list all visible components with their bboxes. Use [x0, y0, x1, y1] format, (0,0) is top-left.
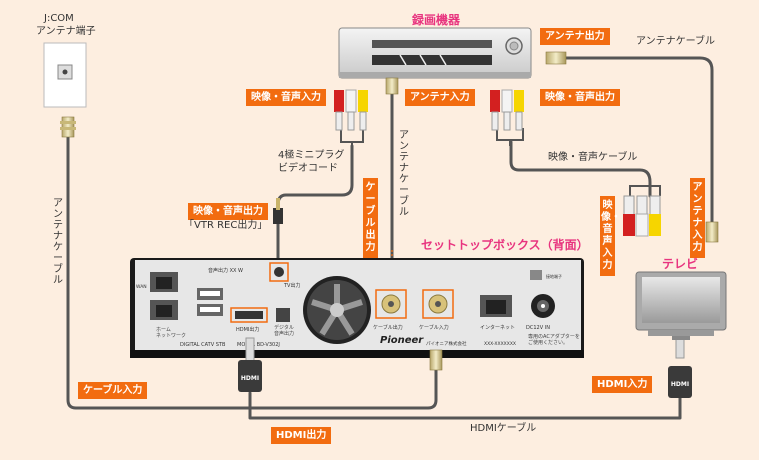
hdmi-plug-tv: HDMI — [668, 333, 692, 398]
digital-catv-label: DIGITAL CATV STB — [180, 342, 226, 348]
serial-label: XXX-XXXXXXX — [484, 341, 516, 347]
tv-title: テレビ — [662, 257, 699, 271]
recorder-antenna-in-tag: アンテナ入力 — [405, 89, 475, 106]
antenna-cable-left-label: アンテナケーブル — [53, 198, 63, 286]
f-plug — [429, 349, 443, 371]
model-label: MODEL BD-V302J — [237, 342, 280, 348]
cable-joiners — [340, 128, 661, 196]
hdmi-out-tag: HDMI出力 — [271, 427, 332, 444]
recorder-device — [338, 27, 532, 79]
hdmi-cable-label: HDMIケーブル — [470, 423, 537, 434]
mini-plug — [273, 198, 283, 224]
stb-device: WAN DIGITAL CATV STB MODEL BD-V302J 音声出力… — [130, 258, 584, 358]
recorder-title: 録画機器 — [412, 13, 461, 27]
tv-antenna-in-tag: アンテナ入力 — [690, 178, 705, 258]
tv-device — [635, 271, 727, 340]
cable-recorder-antenna-to-tv — [564, 56, 714, 224]
rca-plugs-tv-in — [623, 195, 661, 237]
recorder-av-in-tag: 映像・音声入力 — [246, 89, 326, 106]
f-plug — [385, 77, 399, 95]
wan-label: WAN — [136, 284, 147, 290]
rca-plugs-recorder-in — [334, 89, 368, 131]
video-cord-label: ビデオコード — [278, 163, 338, 174]
jcom-wall-outlet — [43, 42, 87, 108]
stb-av-out-tag: 映像・音声出力 — [188, 203, 268, 220]
rca-plugs-recorder-out — [490, 89, 524, 131]
hdmi-in-tag: HDMI入力 — [592, 376, 653, 393]
stb-title: セットトップボックス（背面） — [421, 238, 589, 252]
power-note-label: 専用のACアダプターを ご使用ください。 — [528, 334, 580, 346]
cable-jcom-to-stb — [66, 133, 438, 410]
hdmi-plug-label: HDMI — [241, 375, 259, 382]
jcom-label: J:COM — [44, 13, 74, 24]
cable-hdmi — [248, 391, 682, 420]
f-plug — [60, 116, 76, 138]
av-cable-label: 映像・音声ケーブル — [548, 152, 638, 163]
cable-in-tag: ケーブル入力 — [78, 382, 148, 399]
hdmi-plug-label: HDMI — [671, 381, 689, 388]
internet-port-label: インターネット — [480, 324, 515, 331]
antenna-cable-top-label: アンテナケーブル — [636, 36, 715, 47]
home-network-label: ホーム ネットワーク — [156, 327, 187, 339]
power-port-label: DC12V IN — [526, 325, 550, 331]
mini-plug-label: 4極ミニプラグ — [278, 150, 345, 161]
antenna-cable-mid-label: アンテナケーブル — [399, 130, 409, 218]
hdmi-port-label: HDMI出力 — [236, 326, 259, 333]
ground-label: 接地端子 — [546, 273, 562, 279]
cable-out-port-label: ケーブル出力 — [373, 324, 403, 331]
jcom-antenna-terminal-label: アンテナ端子 — [36, 26, 96, 37]
tv-out-label: TV出力 — [283, 282, 300, 289]
hdmi-plug-stb: HDMI — [238, 337, 262, 392]
recorder-antenna-out-tag: アンテナ出力 — [540, 28, 610, 45]
cable-av-to-tv — [509, 140, 652, 198]
tv-av-in-tag: 映像・音声入力 — [600, 196, 621, 276]
cable-in-port-label: ケーブル入力 — [419, 324, 449, 331]
f-plug — [705, 221, 719, 243]
recorder-av-out-tag: 映像・音声出力 — [540, 89, 620, 106]
digital-audio-label: デジタル 音声出力 — [274, 325, 295, 337]
vtr-rec-label: 「VTR REC出力」 — [184, 220, 268, 231]
f-plug — [545, 51, 567, 65]
pioneer-logo: Pioneer — [380, 335, 424, 346]
cables — [66, 56, 714, 420]
audio-out-small-label: 音声出力 XX W — [208, 267, 243, 274]
cable-out-vertical-tag: ケーブル出力 — [363, 178, 378, 258]
maker-label: パイオニア株式会社 — [426, 340, 467, 347]
